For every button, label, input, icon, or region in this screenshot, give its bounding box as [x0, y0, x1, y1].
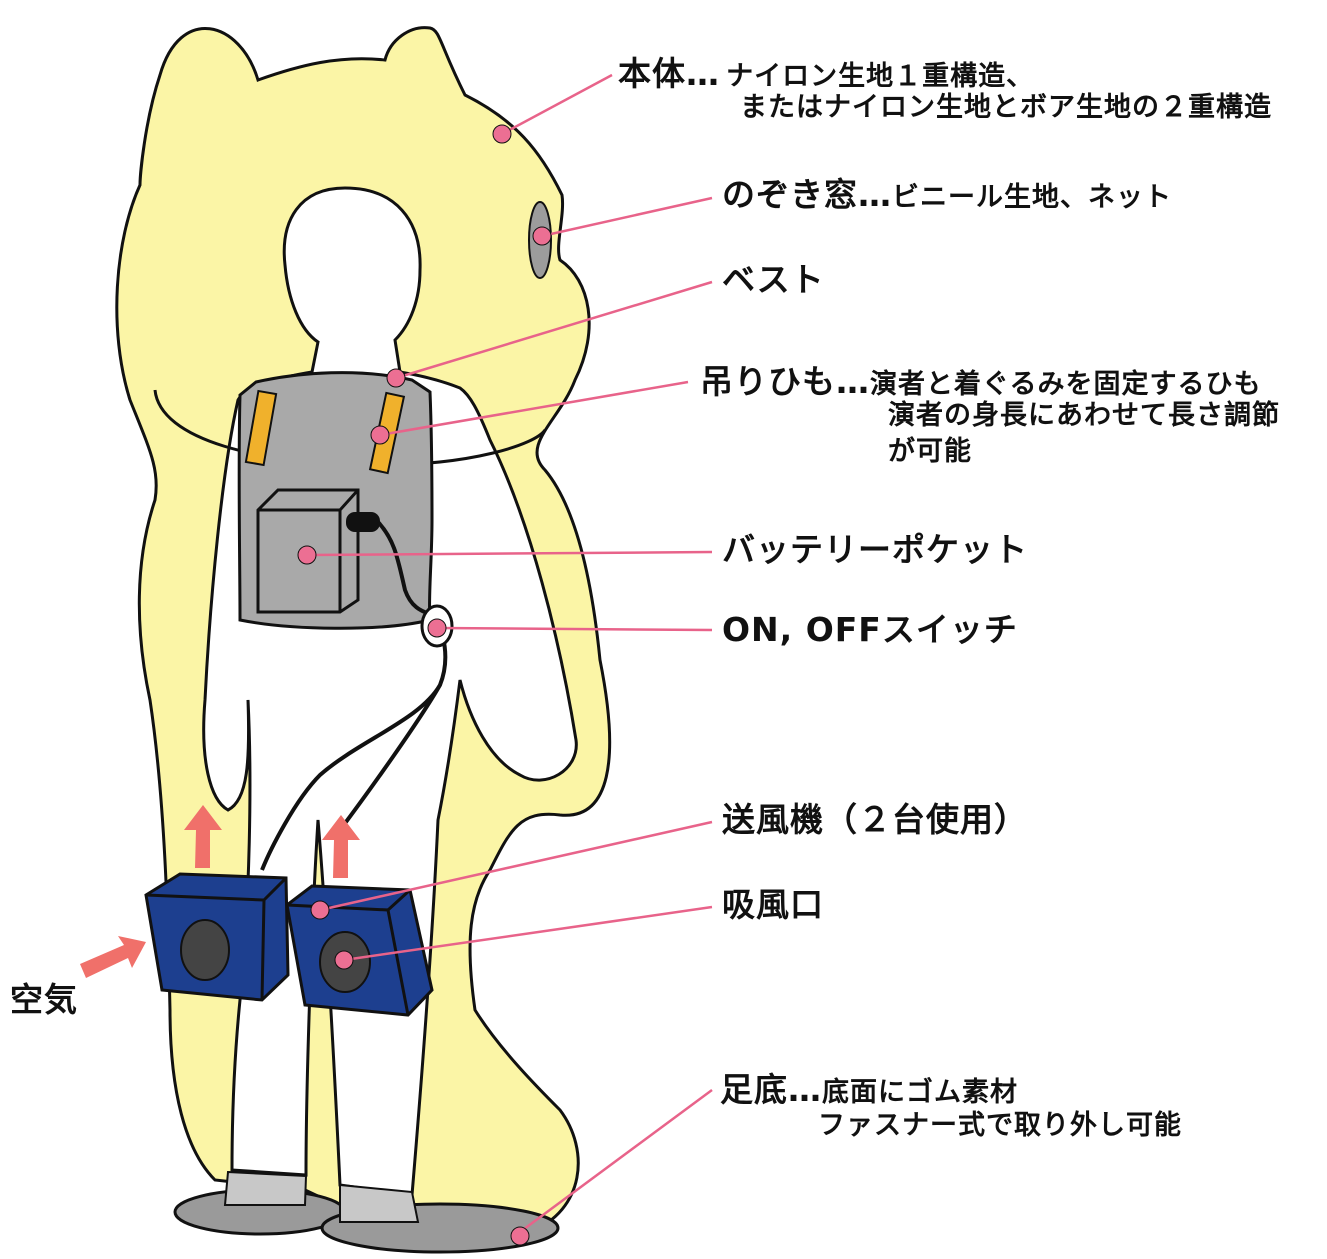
left-blower	[144, 872, 290, 1002]
sole-desc-2: ファスナー式で取り外し可能	[818, 1110, 1182, 1141]
air-flow-arrow	[80, 805, 360, 978]
sole-desc-1: 底面にゴム素材	[822, 1077, 1018, 1108]
battery-plug	[346, 512, 380, 532]
label-vest: ベスト	[722, 260, 825, 299]
label-body: 本体… ナイロン生地１重構造、	[618, 54, 1034, 94]
label-blower: 送風機（２台使用）	[722, 800, 1028, 839]
strap-title: 吊りひも…	[700, 362, 870, 401]
label-switch: ON, OFFスイッチ	[722, 610, 1018, 649]
pointer-dot	[297, 124, 552, 1246]
label-sole: 足底…底面にゴム素材	[720, 1070, 1018, 1110]
window-desc: ビニール生地、ネット	[892, 182, 1172, 213]
label-intake: 吸風口	[722, 885, 824, 924]
strap-desc-3: が可能	[888, 436, 972, 467]
strap-desc-2: 演者の身長にあわせて長さ調節	[888, 400, 1280, 431]
window-title: のぞき窓…	[722, 175, 892, 214]
label-strap: 吊りひも…演者と着ぐるみを固定するひも	[700, 362, 1261, 402]
leader-lines	[306, 73, 713, 1234]
strap-desc-1: 演者と着ぐるみを固定するひも	[870, 369, 1262, 400]
label-window: のぞき窓…ビニール生地、ネット	[722, 175, 1172, 215]
body-desc-1: ナイロン生地１重構造、	[726, 61, 1035, 92]
label-air: 空気	[10, 980, 78, 1019]
sole-title: 足底…	[720, 1070, 822, 1109]
left-strap	[244, 389, 278, 467]
right-shoe	[339, 1183, 420, 1223]
body-title: 本体…	[618, 54, 720, 93]
left-shoe	[223, 1170, 308, 1206]
body-desc-2: またはナイロン生地とボア生地の２重構造	[740, 92, 1272, 123]
label-battery: バッテリーポケット	[722, 530, 1028, 569]
